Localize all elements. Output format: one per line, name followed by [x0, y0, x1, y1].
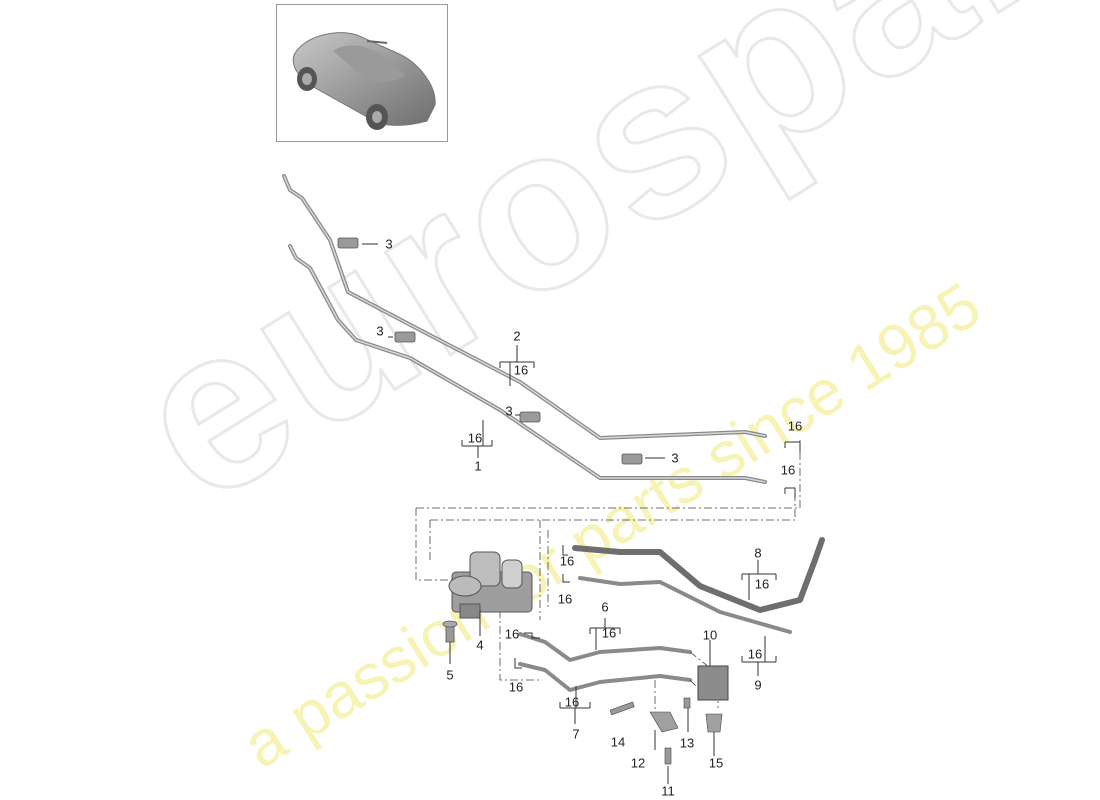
- callout-5[interactable]: 5: [446, 667, 454, 683]
- callout-1[interactable]: 1: [474, 458, 482, 474]
- callout-3[interactable]: 3: [385, 236, 393, 252]
- callout-2[interactable]: 2: [513, 328, 521, 344]
- callout-3[interactable]: 3: [376, 323, 384, 339]
- callout-16[interactable]: 16: [508, 679, 524, 695]
- callout-16[interactable]: 16: [559, 553, 575, 569]
- callout-16[interactable]: 16: [504, 626, 520, 642]
- callout-16[interactable]: 16: [513, 362, 529, 378]
- callout-16[interactable]: 16: [754, 576, 770, 592]
- callout-15[interactable]: 15: [708, 755, 724, 771]
- callout-16[interactable]: 16: [564, 694, 580, 710]
- callout-12[interactable]: 12: [630, 755, 646, 771]
- callout-14[interactable]: 14: [610, 734, 626, 750]
- callout-13[interactable]: 13: [679, 735, 695, 751]
- callout-10[interactable]: 10: [702, 627, 718, 643]
- car-thumbnail-icon: [292, 32, 436, 130]
- callout-9[interactable]: 9: [754, 677, 762, 693]
- callout-11[interactable]: 11: [661, 783, 675, 799]
- brake-line-2: [282, 174, 767, 440]
- callout-8[interactable]: 8: [754, 545, 762, 561]
- callout-16[interactable]: 16: [467, 430, 483, 446]
- callout-4[interactable]: 4: [476, 637, 484, 653]
- callout-7[interactable]: 7: [572, 726, 580, 742]
- callout-16[interactable]: 16: [787, 418, 803, 434]
- vehicle-thumbnail[interactable]: [276, 4, 448, 142]
- callout-16[interactable]: 16: [780, 462, 796, 478]
- valve-block: [448, 551, 533, 619]
- callout-3[interactable]: 3: [671, 450, 679, 466]
- callout-16[interactable]: 16: [557, 591, 573, 607]
- callout-6[interactable]: 6: [601, 599, 609, 615]
- callout-3[interactable]: 3: [505, 403, 513, 419]
- callout-16[interactable]: 16: [601, 625, 617, 641]
- callout-16[interactable]: 16: [747, 646, 763, 662]
